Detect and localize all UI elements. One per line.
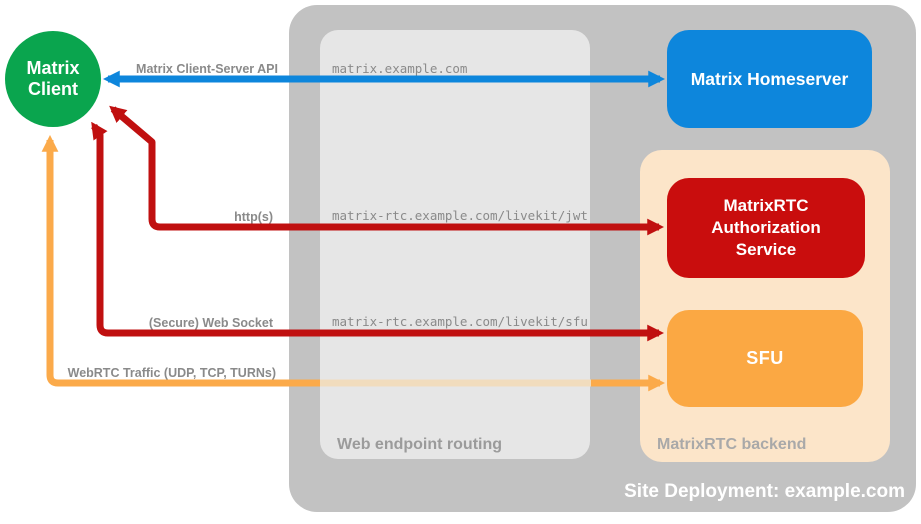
flow-label-https: http(s) <box>234 210 273 224</box>
arrow-webrtc-traffic-left <box>41 134 322 387</box>
endpoint-livekit-jwt: matrix-rtc.example.com/livekit/jwt <box>332 208 588 223</box>
endpoint-homeserver: matrix.example.com <box>332 61 468 76</box>
endpoint-livekit-sfu: matrix-rtc.example.com/livekit/sfu <box>332 314 588 329</box>
web-endpoint-routing-container <box>320 30 590 459</box>
flow-label-web-socket: (Secure) Web Socket <box>148 316 273 330</box>
flow-label-client-server-api: Matrix Client-Server API <box>136 62 278 76</box>
node-matrix-client: Matrix Client <box>5 31 101 127</box>
node-matrix-client-label: Matrix Client <box>26 58 80 99</box>
node-matrixrtc-authorization-service: MatrixRTC Authorization Service <box>667 178 865 278</box>
node-sfu: SFU <box>667 310 863 407</box>
node-matrix-homeserver-label: Matrix Homeserver <box>690 68 849 89</box>
flow-label-webrtc-traffic: WebRTC Traffic (UDP, TCP, TURNs) <box>67 366 276 380</box>
web-endpoint-routing-label: Web endpoint routing <box>337 436 503 453</box>
node-sfu-label: SFU <box>746 348 784 368</box>
matrixrtc-backend-label: MatrixRTC backend <box>657 436 807 453</box>
node-matrixrtc-authorization-service-label: MatrixRTC Authorization Service <box>711 196 821 259</box>
node-matrix-homeserver: Matrix Homeserver <box>667 30 872 128</box>
site-deployment-label: Site Deployment: example.com <box>624 481 905 502</box>
